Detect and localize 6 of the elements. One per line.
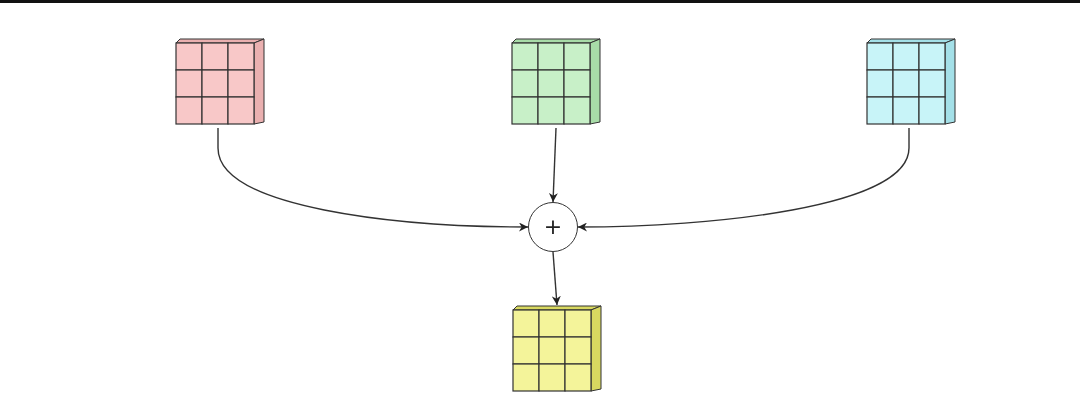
arrow — [577, 127, 910, 232]
plus-sign: + — [543, 216, 563, 238]
arrow — [548, 127, 558, 203]
arrow — [217, 127, 529, 232]
arrow — [551, 251, 561, 306]
sum-circle — [528, 202, 578, 252]
